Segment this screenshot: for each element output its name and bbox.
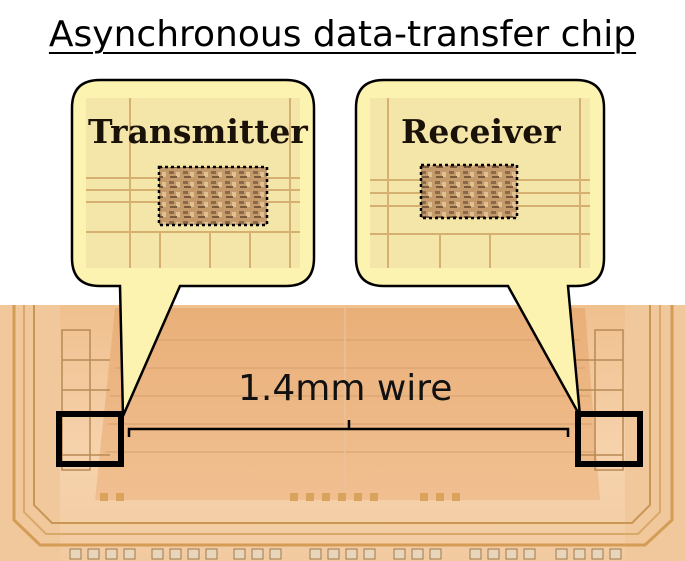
wire-span-bracket: [127, 420, 570, 437]
chip-die: [0, 305, 685, 561]
diagram-title: Asynchronous data-transfer chip: [48, 14, 637, 55]
receiver-micrograph: [370, 98, 590, 268]
transmitter-micrograph: [86, 98, 300, 268]
receiver-location-box: [575, 411, 643, 467]
wire-length-label: 1.4mm wire: [238, 368, 453, 409]
transmitter-location-box: [56, 411, 124, 467]
transmitter-label: Transmitter: [88, 112, 308, 151]
receiver-label: Receiver: [401, 112, 561, 151]
